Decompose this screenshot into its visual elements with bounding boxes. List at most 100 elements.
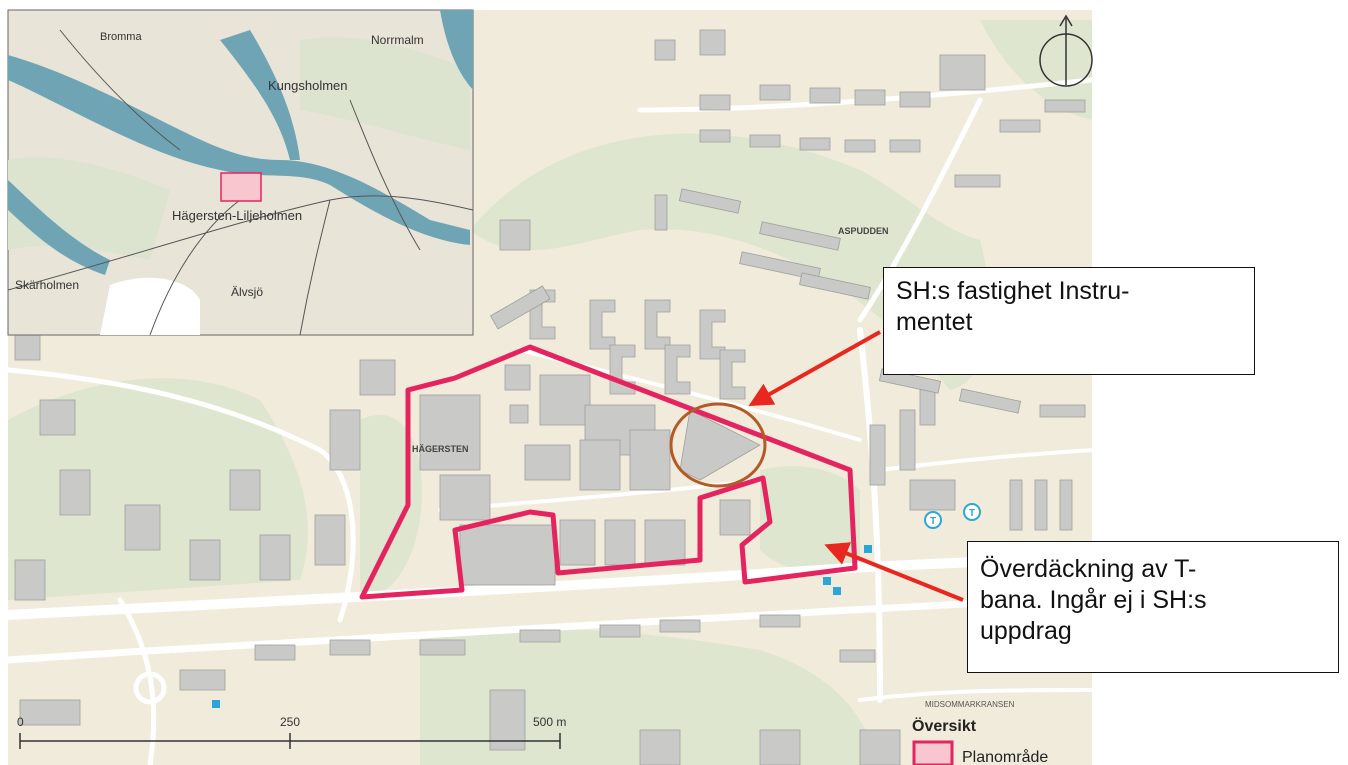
building <box>124 504 161 551</box>
building <box>644 299 671 350</box>
road-west-curve <box>5 367 356 623</box>
building <box>699 129 731 143</box>
callout-1-line: SH:s fastighet Instru- <box>896 277 1130 305</box>
scale-bar-label-250: 250 <box>280 715 300 729</box>
svg-text:T: T <box>969 508 975 519</box>
building <box>654 194 668 231</box>
green-area-north <box>470 133 990 390</box>
building <box>419 639 466 656</box>
inset-label-bromma: Bromma <box>100 31 142 43</box>
building <box>759 221 841 251</box>
metro-station-icon: T <box>924 511 942 529</box>
building <box>739 251 821 281</box>
building <box>39 399 76 436</box>
building <box>419 394 481 471</box>
building <box>999 119 1041 133</box>
building <box>654 39 676 61</box>
callout-overdackning: Överdäckning av T- bana. Ingår ej i SH:s… <box>967 541 1339 673</box>
building <box>579 439 621 491</box>
building <box>844 139 876 153</box>
building <box>489 285 551 330</box>
building <box>759 84 791 101</box>
building <box>659 619 701 633</box>
scale-bar: 0 250 500 m <box>17 715 566 749</box>
building <box>599 624 641 638</box>
road-northeast-diagonal <box>857 97 983 323</box>
callout-arrow-1 <box>748 330 881 406</box>
building <box>749 134 781 148</box>
green-area-east <box>760 466 860 571</box>
metro-entrance-icon <box>212 700 220 708</box>
building <box>869 424 886 486</box>
svg-text:T: T <box>930 516 936 527</box>
inset-map: Bromma Norrmalm Kungsholmen Hägersten-Li… <box>7 9 474 336</box>
building <box>589 299 616 350</box>
green-area-west <box>8 378 308 600</box>
building <box>639 729 681 765</box>
building <box>958 388 1022 414</box>
callout-arrow-2 <box>824 542 964 602</box>
inset-water <box>8 180 110 275</box>
road-southeast <box>858 688 1094 702</box>
building <box>329 409 361 471</box>
inset-white-area <box>100 277 200 335</box>
building <box>809 87 841 104</box>
building <box>229 469 261 511</box>
building <box>559 519 596 566</box>
legend-plan-area-label: Planområde <box>962 748 1048 765</box>
building <box>899 409 916 471</box>
inset-water <box>440 10 473 90</box>
inset-water <box>220 30 300 160</box>
highlight-circle <box>669 402 767 488</box>
building <box>499 219 531 251</box>
building <box>19 699 81 726</box>
building <box>59 469 91 516</box>
building <box>314 514 346 566</box>
legend: Översikt Planområde <box>912 716 1048 765</box>
metro-station-icon: T <box>963 503 981 521</box>
inset-label-skarholmen: Skärholmen <box>15 278 79 292</box>
building <box>254 644 296 661</box>
building <box>719 349 746 400</box>
building <box>1039 404 1086 418</box>
building <box>629 429 671 491</box>
building <box>939 54 986 91</box>
building <box>504 364 531 391</box>
inset-green <box>300 37 470 151</box>
building <box>889 139 921 153</box>
callout-2-line: bana. Ingår ej i SH:s <box>980 586 1207 614</box>
scale-bar-label-500: 500 m <box>533 715 566 729</box>
building <box>439 474 491 521</box>
building <box>719 499 751 536</box>
building <box>899 91 931 108</box>
inset-label-kungsholmen: Kungsholmen <box>268 78 348 93</box>
building <box>699 94 731 111</box>
building <box>329 639 371 656</box>
building <box>1034 479 1048 531</box>
plan-area-boundary <box>359 344 858 600</box>
callout-2-line: uppdrag <box>980 617 1072 645</box>
scale-bar-label-0: 0 <box>17 715 24 729</box>
district-label-hagersten: HÄGERSTEN <box>412 444 469 454</box>
building <box>539 374 591 426</box>
building <box>189 539 221 581</box>
inset-label-norrmalm: Norrmalm <box>371 33 424 47</box>
building <box>799 272 871 300</box>
roundabout <box>133 671 167 705</box>
building <box>604 519 636 566</box>
inset-water <box>8 55 470 245</box>
district-label-aspudden: ASPUDDEN <box>838 226 889 236</box>
legend-plan-area-swatch <box>912 740 954 765</box>
road-west-lower <box>117 597 157 765</box>
building <box>359 359 396 396</box>
north-arrow-icon <box>1039 14 1093 87</box>
building <box>954 174 1001 188</box>
callout-2-line: Överdäckning av T- <box>980 555 1197 583</box>
building <box>1059 479 1073 531</box>
inset-label-alvsjo: Älvsjö <box>231 285 263 299</box>
building <box>179 669 226 691</box>
district-label-midsommarkransen: MIDSOMMARKRANSEN <box>925 700 1015 709</box>
building <box>509 404 529 424</box>
buildings <box>14 29 1086 765</box>
